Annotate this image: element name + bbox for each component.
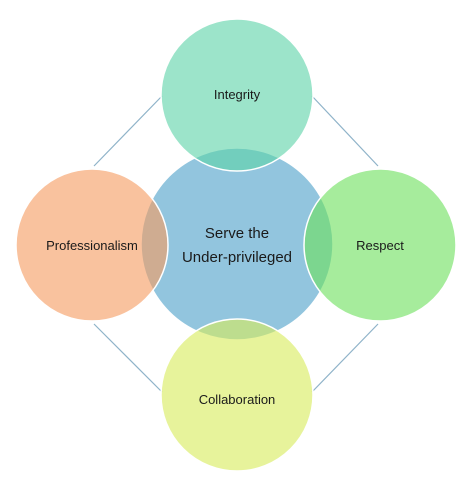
connector-top-right bbox=[311, 95, 379, 167]
connector-bottom-left bbox=[93, 323, 163, 393]
integrity-label: Integrity bbox=[214, 87, 261, 102]
professionalism-label: Professionalism bbox=[46, 238, 138, 253]
collaboration-circle bbox=[160, 318, 314, 472]
respect-circle bbox=[303, 168, 456, 322]
collaboration-label: Collaboration bbox=[199, 392, 276, 407]
respect-label: Respect bbox=[356, 238, 404, 253]
professionalism-circle bbox=[15, 168, 169, 322]
connector-left-top bbox=[93, 95, 163, 167]
integrity-circle bbox=[160, 18, 314, 172]
center-label-line1: Serve the bbox=[205, 225, 269, 242]
center-label-line2: Under-privileged bbox=[182, 249, 292, 266]
connector-right-bottom bbox=[311, 323, 379, 393]
